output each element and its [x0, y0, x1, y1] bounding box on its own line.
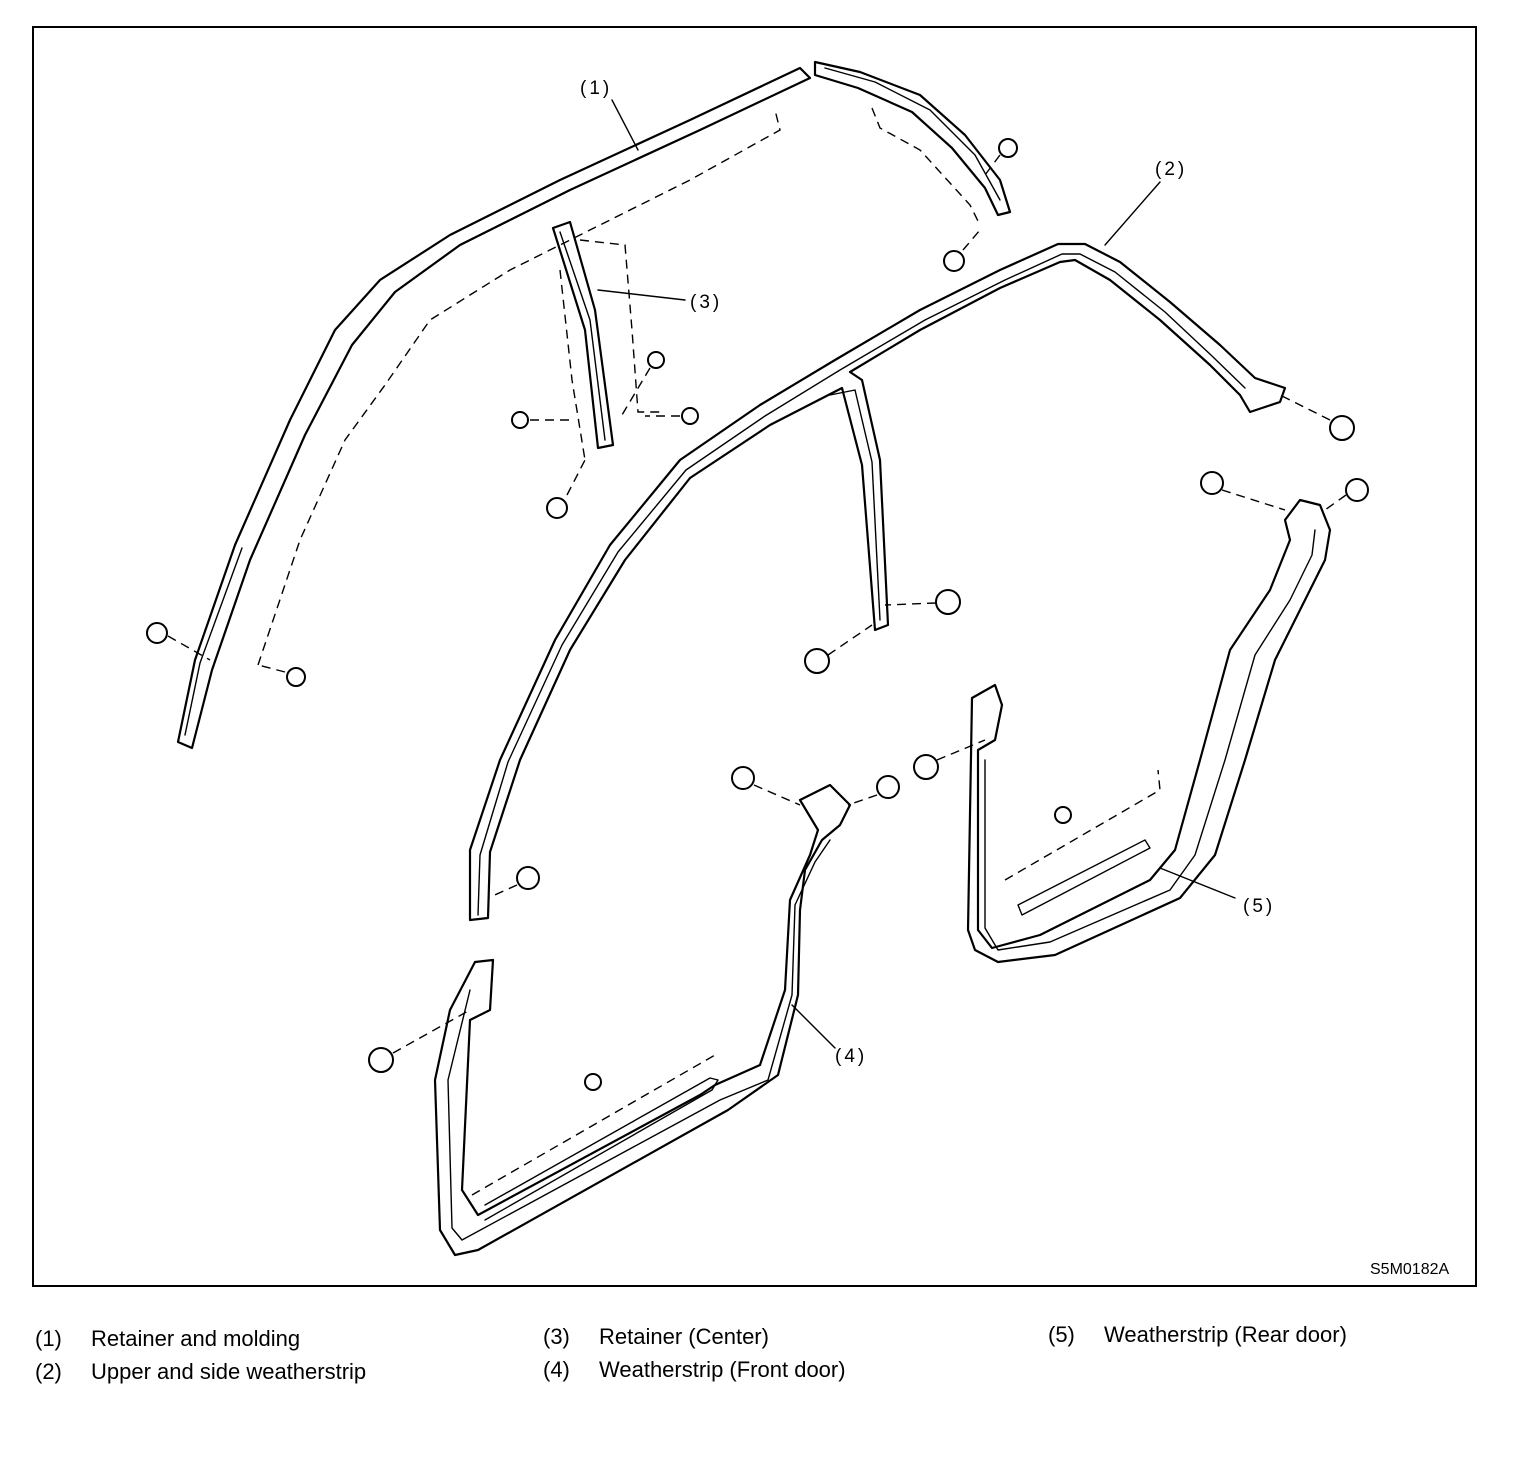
callout-leaders: [597, 99, 1236, 1049]
legend-label: Retainer (Center): [599, 1324, 769, 1349]
clip-icon: [1324, 478, 1369, 511]
nut-icon: [984, 138, 1018, 176]
legend-number: (5): [1048, 1322, 1075, 1347]
front-door-weatherstrip: [433, 783, 852, 1257]
nut-icon: [511, 411, 575, 429]
screw-icon: [645, 407, 699, 425]
screw-icon: [546, 459, 586, 519]
legend-label: Weatherstrip (Front door): [599, 1357, 846, 1382]
clip-icon: [1054, 806, 1072, 824]
legend-label: Weatherstrip (Rear door): [1104, 1322, 1347, 1347]
clip-icon: [884, 589, 961, 615]
legend-number: (2): [35, 1359, 62, 1384]
legend-item-4: (4) Weatherstrip (Front door): [543, 1357, 983, 1387]
rear-door-weatherstrip: [966, 498, 1332, 964]
legend-item-5: (5) Weatherstrip (Rear door): [1048, 1322, 1488, 1352]
clip-icon: [146, 622, 211, 661]
screw-icon: [943, 229, 981, 272]
legend-label: Retainer and molding: [91, 1326, 301, 1351]
retainer-center: [551, 220, 665, 461]
clip-icon: [584, 1073, 602, 1091]
callout-2: (2): [1155, 159, 1187, 180]
legend-item-3: (3) Retainer (Center): [543, 1324, 983, 1354]
clip-icon: [1279, 394, 1355, 441]
legend-item-2: (2) Upper and side weatherstrip: [35, 1359, 475, 1389]
clip-icon: [731, 766, 801, 806]
clip-icon: [847, 775, 900, 806]
legend-item-1: (1) Retainer and molding: [35, 1326, 475, 1356]
nut-icon: [621, 351, 665, 416]
callout-1: (1): [580, 78, 612, 99]
diagram-frame: [32, 26, 1477, 1287]
clip-icon: [1200, 471, 1286, 511]
clip-icon: [913, 739, 986, 780]
retainer-and-molding: [176, 60, 1012, 750]
clips-and-fasteners: [146, 138, 1369, 1091]
clip-icon: [368, 1009, 471, 1073]
screw-icon: [257, 664, 306, 687]
figure-id: S5M0182A: [1370, 1261, 1449, 1278]
callout-5: (5): [1243, 896, 1275, 917]
upper-side-weatherstrip: [468, 242, 1287, 922]
legend-number: (3): [543, 1324, 570, 1349]
legend-number: (4): [543, 1357, 570, 1382]
callout-4: (4): [835, 1046, 867, 1067]
callout-3: (3): [690, 292, 722, 313]
legend-label: Upper and side weatherstrip: [91, 1359, 367, 1384]
clip-icon: [804, 624, 873, 674]
clip-icon: [487, 866, 540, 899]
legend-number: (1): [35, 1326, 62, 1351]
